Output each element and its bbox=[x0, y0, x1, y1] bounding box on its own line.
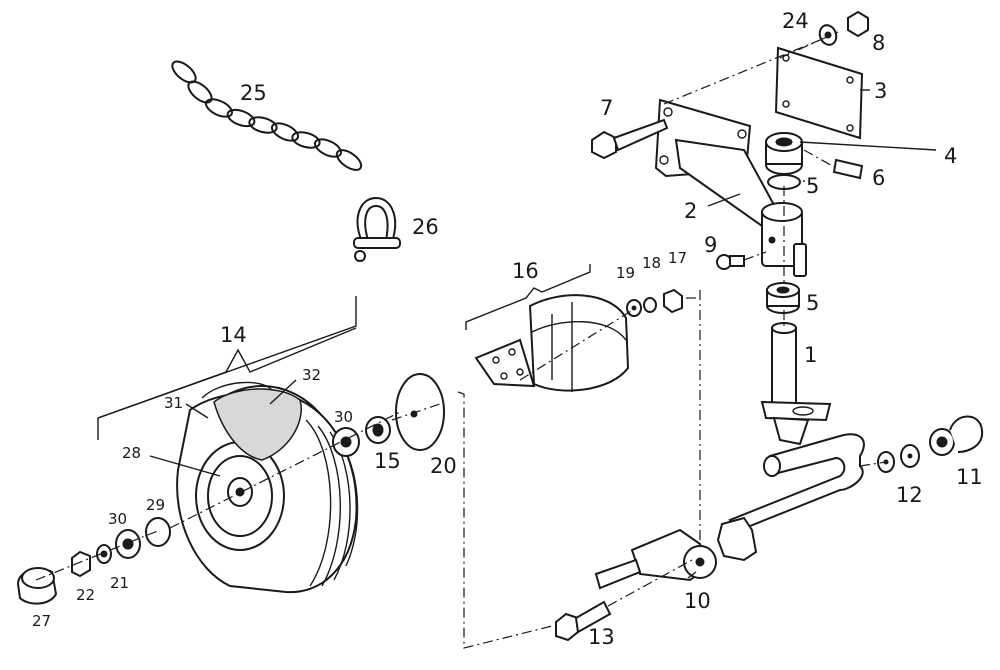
group-bracket-14 bbox=[97, 296, 357, 440]
callout-6: 6 bbox=[872, 166, 885, 190]
callout-14: 14 bbox=[220, 323, 247, 347]
callout-30a: 30 bbox=[108, 510, 127, 528]
shackle-part bbox=[353, 196, 401, 262]
callout-31: 31 bbox=[164, 394, 183, 412]
callout-18: 18 bbox=[642, 254, 661, 272]
fork-arm-part bbox=[594, 528, 717, 590]
fasteners-17-19-part bbox=[626, 288, 683, 317]
bolt-13-part bbox=[555, 600, 612, 642]
callout-22: 22 bbox=[76, 586, 95, 604]
bracket-part bbox=[654, 98, 807, 277]
callout-29: 29 bbox=[146, 496, 165, 514]
wheel-part bbox=[176, 381, 359, 594]
callout-10: 10 bbox=[684, 589, 711, 613]
callout-26: 26 bbox=[412, 215, 439, 239]
chain-part bbox=[171, 60, 363, 171]
callout-12: 12 bbox=[896, 483, 923, 507]
callout-24: 24 bbox=[782, 9, 809, 33]
assembly-axes bbox=[35, 31, 887, 649]
washers-12-part bbox=[877, 444, 920, 473]
grease-nipple-9-part bbox=[716, 254, 745, 270]
eye-nut-11-part bbox=[929, 415, 984, 456]
leader-lines bbox=[149, 89, 937, 579]
mudguard-part bbox=[474, 294, 630, 392]
callout-1: 1 bbox=[804, 343, 817, 367]
callout-16: 16 bbox=[512, 259, 539, 283]
callout-15: 15 bbox=[374, 449, 401, 473]
callout-9: 9 bbox=[704, 233, 717, 257]
callout-7: 7 bbox=[600, 96, 613, 120]
callout-30b: 30 bbox=[334, 408, 353, 426]
bolt-7-part bbox=[591, 118, 669, 160]
callout-5a: 5 bbox=[806, 174, 819, 198]
right-bearings-part bbox=[332, 416, 391, 457]
callout-4: 4 bbox=[944, 144, 957, 168]
callout-20: 20 bbox=[430, 454, 457, 478]
callout-25: 25 bbox=[240, 81, 267, 105]
callout-21: 21 bbox=[110, 574, 129, 592]
callout-13: 13 bbox=[588, 625, 615, 649]
spacer-disc-20-part bbox=[395, 373, 445, 451]
bushing-upper-part bbox=[765, 132, 803, 190]
axle-part bbox=[716, 433, 865, 562]
callout-8: 8 bbox=[872, 31, 885, 55]
callout-32: 32 bbox=[302, 366, 321, 384]
mounting-plate-part bbox=[774, 10, 869, 140]
callout-11: 11 bbox=[956, 465, 983, 489]
hub-cap-27-part bbox=[16, 567, 58, 605]
callout-17: 17 bbox=[668, 249, 687, 267]
callout-3: 3 bbox=[874, 79, 887, 103]
callout-labels: 1 2 3 4 5 5 6 7 8 9 10 11 12 13 14 15 16… bbox=[32, 9, 983, 649]
pin-6-part bbox=[832, 158, 864, 180]
callout-27: 27 bbox=[32, 612, 51, 630]
callout-2: 2 bbox=[684, 199, 697, 223]
callout-5b: 5 bbox=[806, 291, 819, 315]
bushing-lower-part bbox=[766, 282, 800, 314]
pivot-shaft-part bbox=[760, 322, 832, 446]
group-bracket-16 bbox=[465, 264, 591, 330]
callout-19: 19 bbox=[616, 264, 635, 282]
callout-28: 28 bbox=[122, 444, 141, 462]
